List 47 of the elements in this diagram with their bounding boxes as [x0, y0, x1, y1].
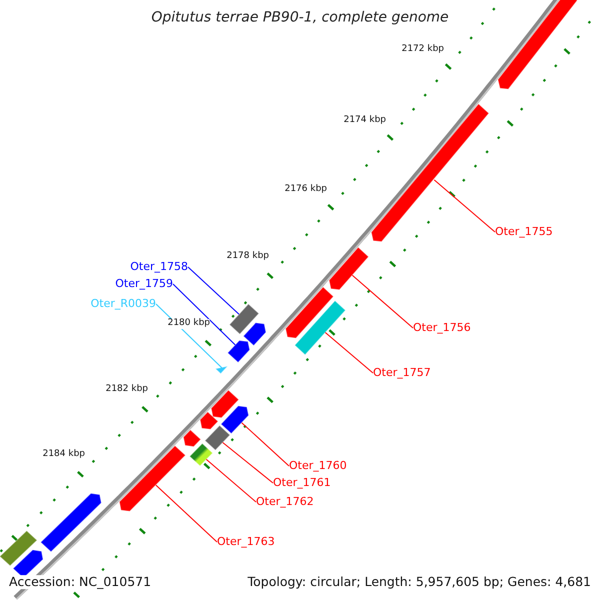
gene-label: Oter_R0039 — [90, 298, 156, 310]
diagram-title: Opitutus terrae PB90-1, complete genome — [151, 10, 449, 26]
leader-line — [188, 266, 240, 315]
gene-block — [0, 530, 38, 566]
gene-block — [118, 445, 186, 512]
gene-block — [220, 405, 250, 434]
gene-block — [228, 303, 260, 335]
gene-label: Oter_1763 — [217, 536, 275, 548]
leader-line — [324, 332, 374, 374]
gene-label: Oter_1760 — [289, 460, 347, 472]
scale-label: 2178 kbp — [226, 252, 269, 262]
gene-block — [285, 286, 334, 339]
scale-label: 2184 kbp — [42, 450, 85, 460]
leader-line — [206, 458, 256, 502]
gene-block — [182, 429, 202, 448]
gene-block — [328, 246, 370, 290]
leader-line — [352, 274, 414, 328]
gene-block — [210, 389, 240, 418]
gene-label: Oter_1759 — [115, 278, 173, 290]
scale-label: 2180 kbp — [168, 319, 210, 329]
scale-label: 2176 kbp — [284, 185, 327, 195]
gene-block — [200, 411, 219, 430]
scale-label: 2182 kbp — [106, 385, 148, 395]
leader-line — [241, 422, 290, 466]
scale-label: 2174 kbp — [344, 116, 386, 126]
genome-summary-text: Topology: circular; Length: 5,957,605 bp; Genes: 4,681 — [248, 575, 591, 589]
gene-label: Oter_1757 — [373, 366, 431, 380]
leader-line — [172, 284, 236, 346]
scale-label: 2172 kbp — [402, 45, 444, 55]
gene-label: Oter_1762 — [256, 496, 314, 508]
gene-block — [226, 340, 250, 364]
gene-block — [370, 103, 490, 242]
gene-block — [497, 0, 578, 90]
gene-block — [40, 492, 102, 552]
leader-line — [222, 442, 274, 484]
leader-line — [434, 179, 496, 232]
accession-text: Accession: NC_010571 — [9, 575, 152, 589]
leader-line — [155, 484, 218, 542]
gene-label: Oter_1756 — [413, 322, 471, 334]
gene-label: Oter_1758 — [130, 260, 188, 274]
gene-block — [188, 442, 214, 467]
gene-block — [214, 365, 229, 374]
gene-label: Oter_1761 — [273, 476, 331, 490]
gene-block — [294, 300, 346, 356]
gene-label: Oter_1755 — [495, 226, 553, 238]
gene-block — [242, 322, 266, 346]
gene-block — [204, 424, 231, 451]
